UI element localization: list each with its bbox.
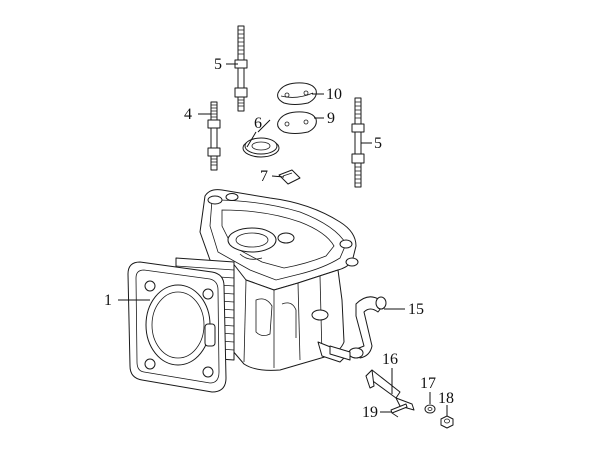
callout-6: 6 — [254, 115, 262, 132]
stud-bolt-part-5-right — [351, 97, 365, 188]
washer-part-17 — [424, 404, 436, 414]
leader-lines — [118, 63, 448, 416]
clip-part-7 — [278, 169, 301, 185]
gasket-part-9 — [277, 111, 317, 134]
callout-5-right: 5 — [374, 135, 382, 152]
callout-16: 16 — [382, 351, 398, 368]
seal-ring-part-6 — [242, 137, 280, 158]
nut-part-18 — [440, 415, 454, 429]
callout-19: 19 — [362, 404, 378, 421]
crankcase-part-1 — [127, 189, 359, 393]
breather-hose-part-15 — [329, 296, 387, 361]
callout-5-left: 5 — [214, 56, 222, 73]
stud-bolt-part-5-left — [234, 25, 248, 112]
cotter-pin-part-19 — [390, 403, 408, 418]
stud-bolt-part-4 — [207, 101, 221, 171]
callout-18: 18 — [438, 390, 454, 407]
callout-10: 10 — [326, 86, 342, 103]
callout-15: 15 — [408, 301, 424, 318]
callout-4: 4 — [184, 106, 192, 123]
callout-7: 7 — [260, 168, 268, 185]
cover-plate-part-10 — [277, 82, 317, 105]
callout-1: 1 — [104, 292, 112, 309]
callout-9: 9 — [327, 110, 335, 127]
callout-labels: 1 4 5 5 6 7 9 10 15 16 17 18 19 — [104, 56, 454, 421]
callout-17: 17 — [420, 375, 436, 392]
